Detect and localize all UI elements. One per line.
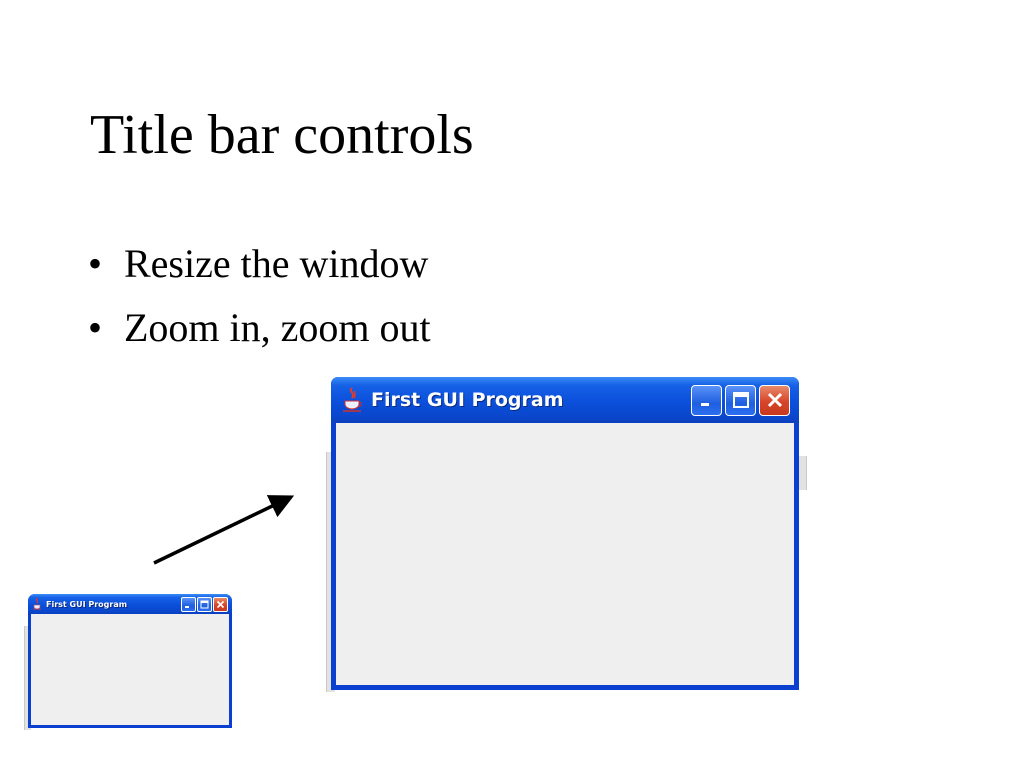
java-cup-icon: [341, 387, 363, 413]
close-button[interactable]: [213, 596, 228, 612]
minimize-button[interactable]: [181, 596, 196, 612]
bullet-item-zoom: • Zoom in, zoom out: [88, 296, 431, 360]
bullet-list: • Resize the window • Zoom in, zoom out: [88, 232, 431, 360]
bullet-marker: •: [88, 241, 103, 286]
minimize-icon: [700, 403, 709, 406]
window-title: First GUI Program: [371, 389, 564, 411]
minimize-button[interactable]: [691, 384, 722, 416]
large-window-right-strip: [798, 456, 807, 490]
bullet-text: Resize the window: [124, 241, 429, 286]
slide-title: Title bar controls: [90, 104, 474, 166]
maximize-icon: [200, 600, 209, 608]
maximize-button[interactable]: [197, 596, 212, 612]
close-icon: [216, 600, 225, 608]
bullet-item-resize: • Resize the window: [88, 232, 431, 296]
window-controls: [691, 384, 790, 416]
small-window-titlebar[interactable]: First GUI Program: [28, 594, 232, 614]
large-window-content-area[interactable]: [336, 423, 794, 685]
large-window-shadow-strip: [326, 452, 335, 692]
small-window-shadow-strip: [24, 626, 31, 730]
maximize-button[interactable]: [725, 384, 756, 416]
small-window-content-area[interactable]: [31, 614, 229, 725]
minimize-icon: [185, 605, 189, 608]
bullet-text: Zoom in, zoom out: [124, 305, 431, 350]
large-window-titlebar[interactable]: First GUI Program: [331, 377, 799, 423]
large-window[interactable]: First GUI Program: [331, 377, 799, 690]
window-controls: [181, 596, 228, 612]
close-icon: [767, 392, 782, 408]
bullet-marker: •: [88, 305, 103, 350]
close-button[interactable]: [759, 384, 790, 416]
window-title: First GUI Program: [46, 599, 128, 609]
java-cup-icon: [32, 598, 42, 610]
maximize-icon: [732, 392, 749, 408]
arrow-line: [153, 495, 295, 565]
small-window[interactable]: First GUI Program: [28, 594, 232, 728]
